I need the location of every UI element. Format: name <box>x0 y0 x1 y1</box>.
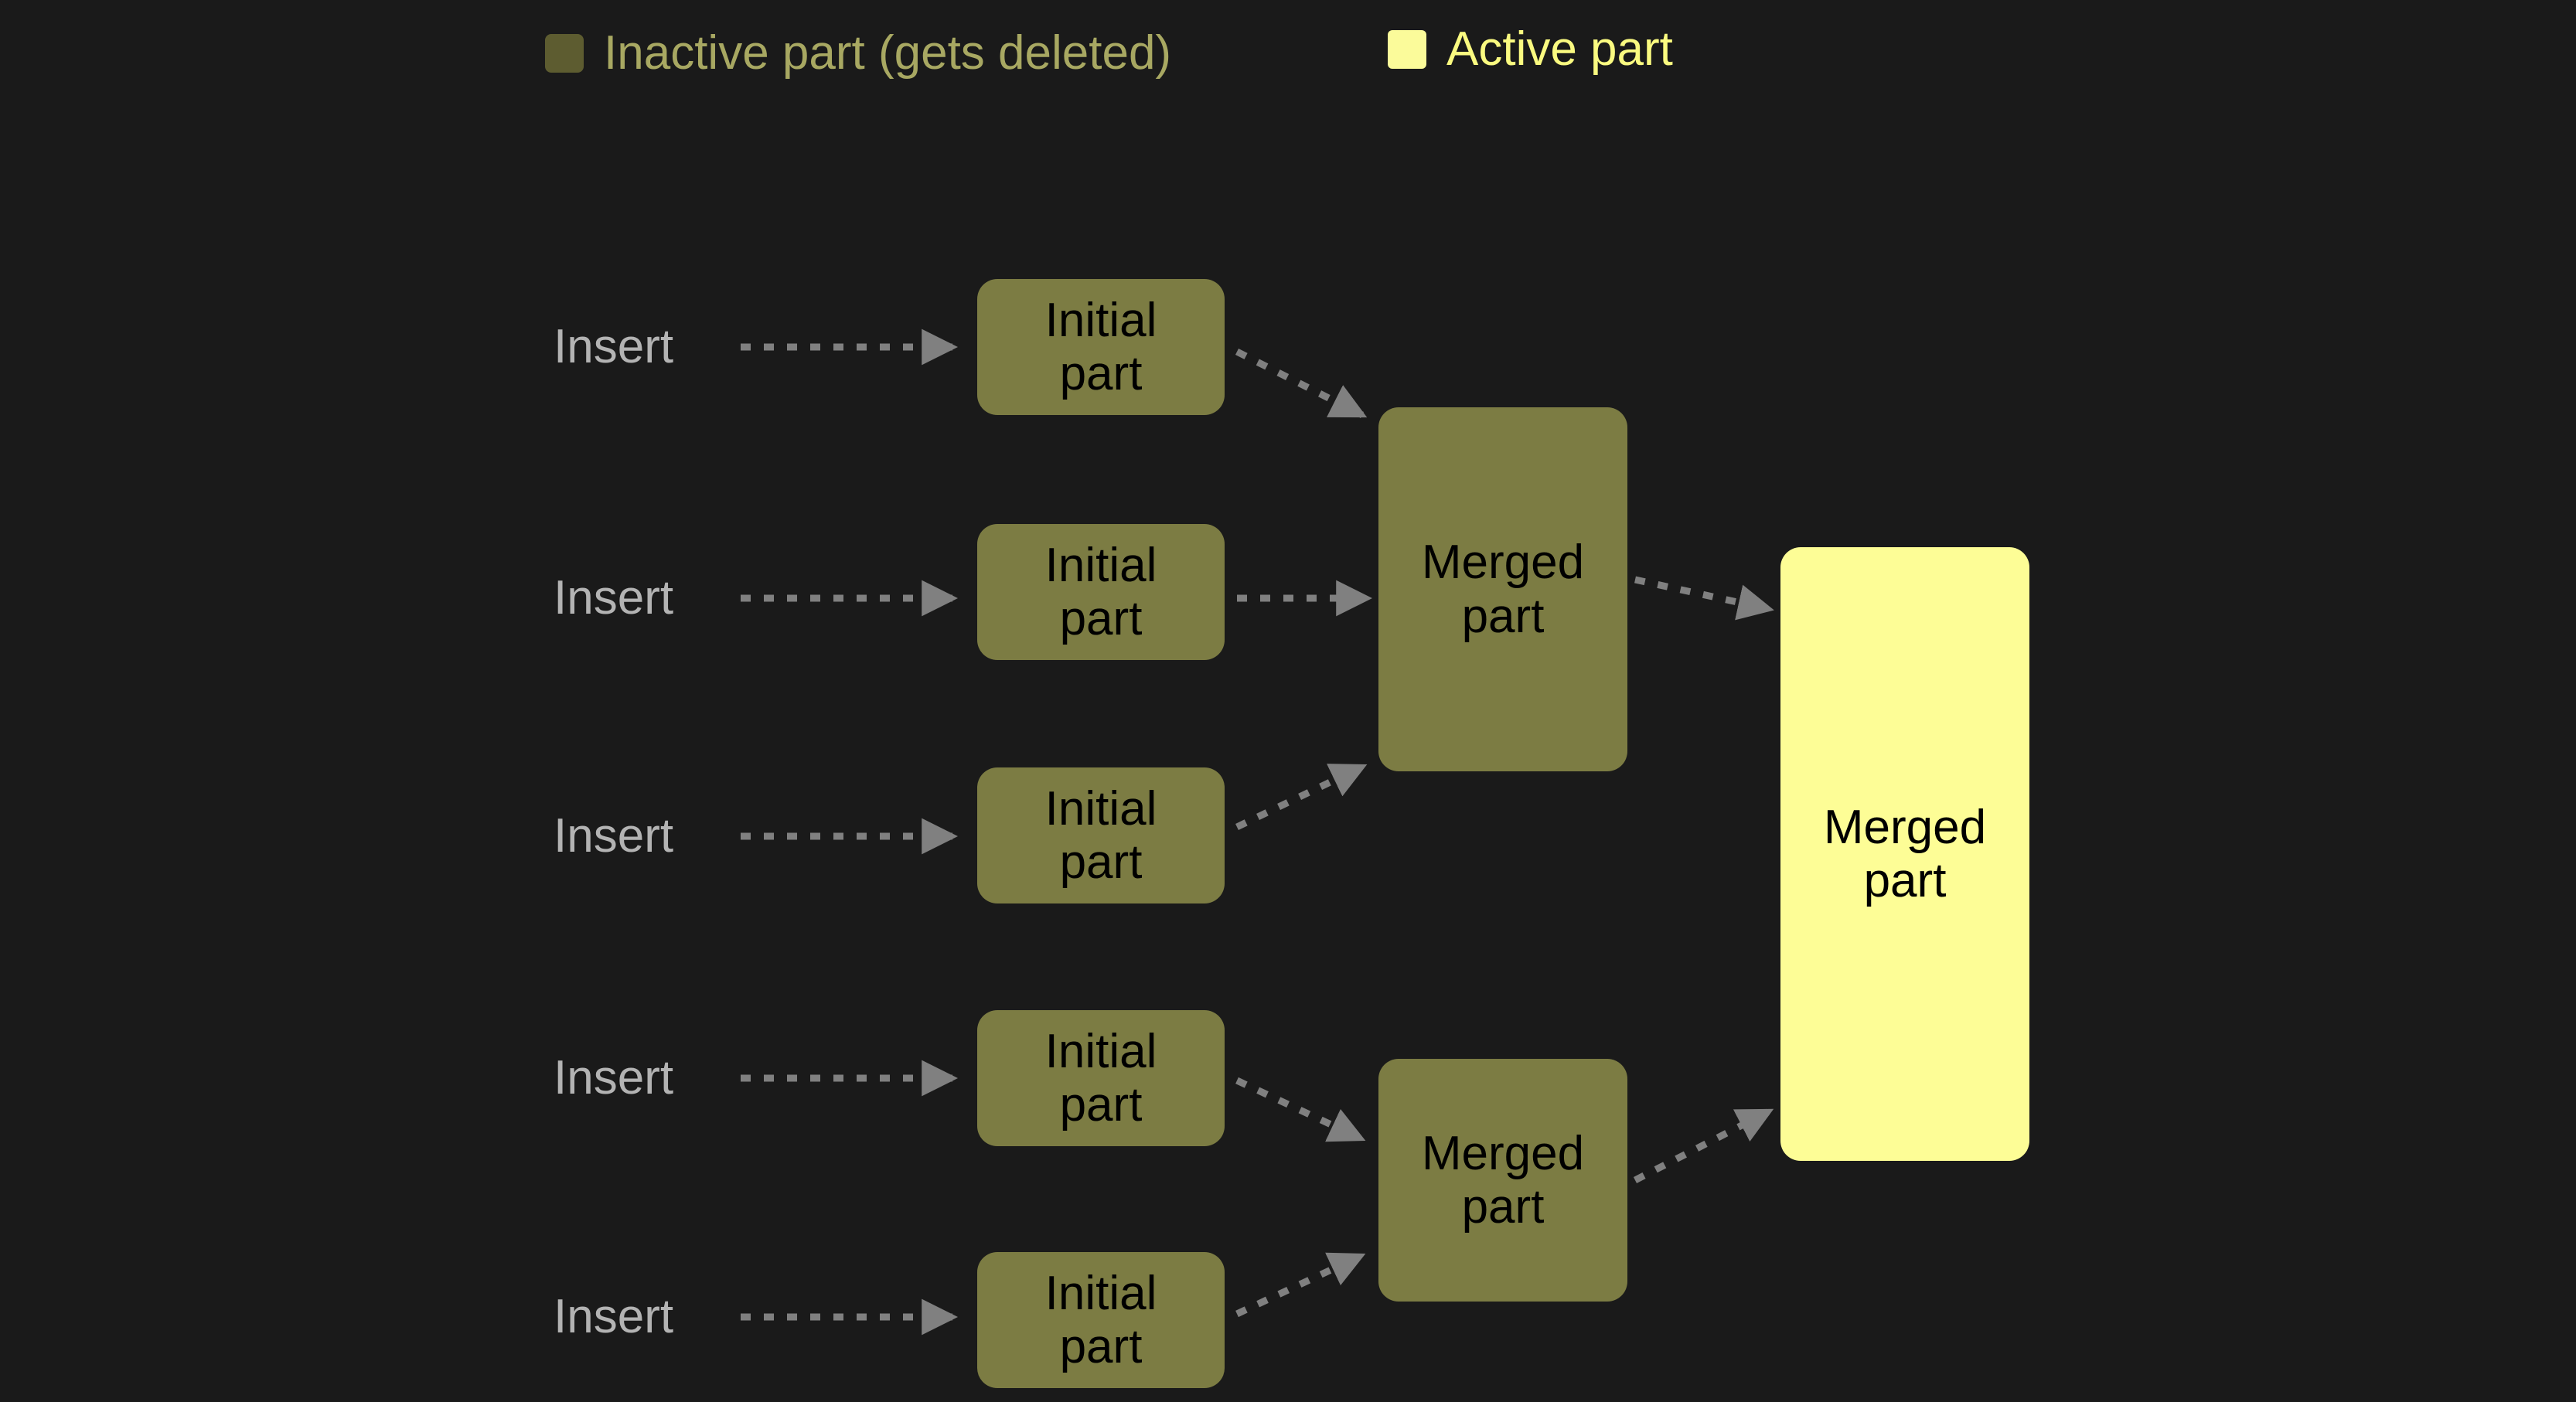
legend-swatch-active-icon <box>1388 30 1426 69</box>
edge-initial-1-to-merged-1 <box>1235 348 1368 419</box>
node-final-merged-part-line1: Merged <box>1823 800 1987 854</box>
node-initial-part-2-line2: part <box>1059 592 1143 645</box>
node-merged-part-1-line1: Merged <box>1421 536 1585 590</box>
node-merged-part-2-line2: part <box>1461 1180 1545 1234</box>
node-merged-part-1-line2: part <box>1461 589 1545 643</box>
node-merged-part-1[interactable]: Merged part <box>1378 407 1627 771</box>
legend-label-active: Active part <box>1446 22 1673 76</box>
node-initial-part-5[interactable]: Initial part <box>977 1252 1225 1388</box>
node-initial-part-1-line2: part <box>1059 347 1143 400</box>
node-initial-part-3-line1: Initial <box>1044 781 1157 835</box>
node-initial-part-5-line2: part <box>1059 1320 1143 1373</box>
node-merged-part-2[interactable]: Merged part <box>1378 1059 1627 1302</box>
node-final-merged-part-line2: part <box>1863 854 1947 907</box>
legend-label-inactive: Inactive part (gets deleted) <box>604 26 1172 80</box>
insert-label-4: Insert <box>554 1051 674 1104</box>
legend-item-active: Active part <box>1388 26 1673 73</box>
node-initial-part-2-line1: Initial <box>1044 538 1157 592</box>
edge-initial-3-to-merged-1 <box>1235 763 1368 831</box>
insert-label-3: Insert <box>554 809 674 863</box>
node-merged-part-2-line1: Merged <box>1421 1126 1585 1180</box>
node-initial-part-1-line1: Initial <box>1044 293 1157 347</box>
legend-swatch-inactive-icon <box>545 34 584 73</box>
edge-initial-4-to-merged-2 <box>1235 1077 1366 1142</box>
node-initial-part-3[interactable]: Initial part <box>977 767 1225 903</box>
legend-item-inactive: Inactive part (gets deleted) <box>545 29 1171 77</box>
edge-initial-5-to-merged-2 <box>1235 1252 1366 1318</box>
node-initial-part-4[interactable]: Initial part <box>977 1010 1225 1146</box>
node-initial-part-4-line2: part <box>1059 1078 1143 1131</box>
node-final-merged-part[interactable]: Merged part <box>1780 547 2029 1161</box>
node-initial-part-5-line1: Initial <box>1044 1266 1157 1320</box>
insert-label-5: Insert <box>554 1290 674 1343</box>
edge-merged-1-to-final <box>1634 576 1774 621</box>
legend: Inactive part (gets deleted) Active part <box>0 0 2576 100</box>
node-initial-part-1[interactable]: Initial part <box>977 279 1225 415</box>
edge-merged-2-to-final <box>1633 1108 1774 1184</box>
insert-label-1: Insert <box>554 320 674 373</box>
node-initial-part-4-line1: Initial <box>1044 1024 1157 1078</box>
node-initial-part-3-line2: part <box>1059 835 1143 889</box>
insert-label-2: Insert <box>554 571 674 624</box>
node-initial-part-2[interactable]: Initial part <box>977 524 1225 660</box>
